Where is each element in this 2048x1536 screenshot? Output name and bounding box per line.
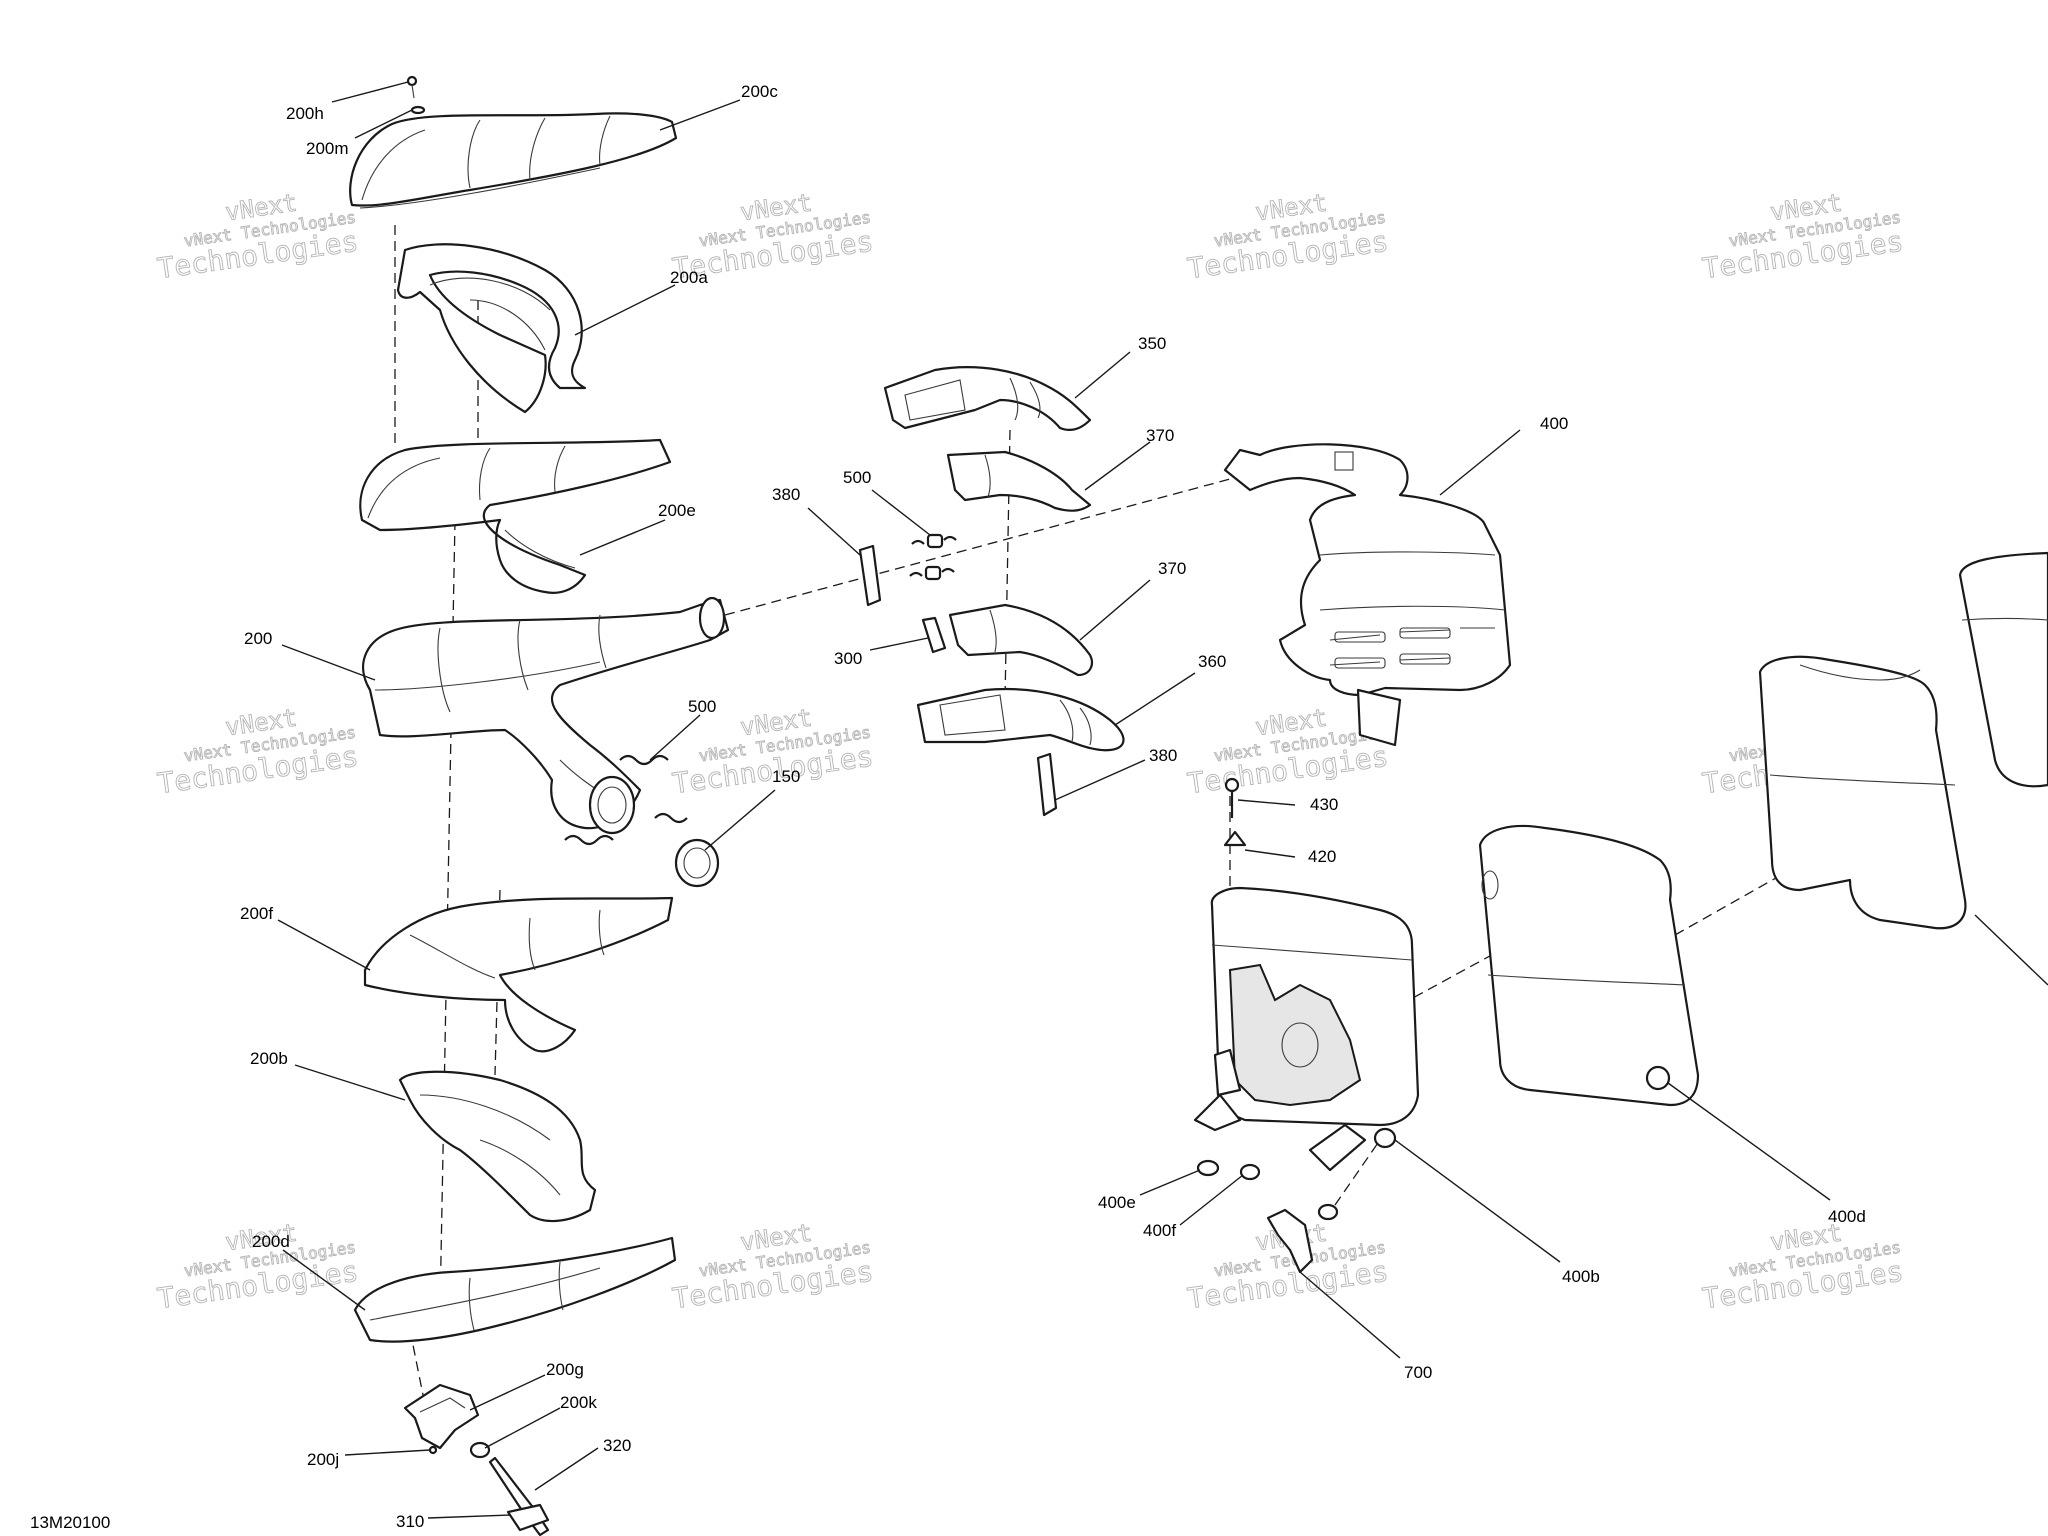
part-300-gasket (921, 616, 947, 654)
part-350-heat-sleeve (883, 366, 1092, 431)
part-400b-muffler-shell (1193, 886, 1420, 1172)
part-370-sleeve-upper (946, 450, 1092, 512)
callout-labels: 200h 200m 200c 200a 200e 200 500 150 200… (240, 82, 1866, 1531)
part-200f-lower-shield (363, 896, 674, 1053)
callout-370-upper: 370 (1146, 426, 1174, 445)
part-380-clamp-upper (858, 544, 882, 607)
callout-400e: 400e (1098, 1193, 1136, 1212)
part-700-sensor (1266, 1208, 1314, 1274)
watermarks: vNext vNext Technologies Technologies vN… (155, 188, 1906, 1316)
part-200h-screw (406, 75, 418, 99)
callout-200f: 200f (240, 904, 273, 923)
callout-200c: 200c (741, 82, 778, 101)
part-310-clip (506, 1503, 550, 1532)
callout-500-middle: 500 (843, 468, 871, 487)
part-500-springs-left (564, 754, 688, 846)
part-200d-bottom-shell (353, 1236, 677, 1343)
callout-700: 700 (1404, 1363, 1432, 1382)
callout-380-upper: 380 (772, 485, 800, 504)
callout-380-lower: 380 (1149, 746, 1177, 765)
part-200j-rivet (428, 1445, 438, 1455)
part-400-muffler (1223, 443, 1512, 747)
part-outer-cover-far-right (1758, 551, 2048, 930)
figure-code: 13M20100 (30, 1513, 110, 1532)
callout-400f: 400f (1143, 1221, 1176, 1240)
part-200m-washer (410, 105, 426, 115)
part-500-springs-middle (909, 533, 957, 581)
callout-310: 310 (396, 1512, 424, 1531)
part-370-sleeve-lower (948, 603, 1094, 677)
callout-500-left: 500 (688, 697, 716, 716)
part-200b-lower-inner-shield (398, 1070, 597, 1223)
callout-350: 350 (1138, 334, 1166, 353)
callout-150: 150 (772, 767, 800, 786)
part-200a-inner-shield (396, 243, 587, 414)
callout-200h: 200h (286, 104, 324, 123)
callout-200m: 200m (306, 139, 349, 158)
part-200-tuned-pipe (362, 596, 730, 835)
part-200g-bracket (403, 1383, 480, 1450)
callout-400d: 400d (1828, 1207, 1866, 1226)
part-360-coupler (916, 687, 1125, 752)
callout-420: 420 (1308, 847, 1336, 866)
part-400d-outer-cover (1478, 824, 1700, 1107)
callout-430: 430 (1310, 795, 1338, 814)
callout-400b: 400b (1562, 1267, 1600, 1286)
part-150-gasket (674, 838, 720, 888)
part-420-grommet (1223, 830, 1247, 847)
callout-200d: 200d (252, 1232, 290, 1251)
leader-lines (277, 81, 2048, 1519)
callout-200e: 200e (658, 501, 696, 520)
part-380-clamp-lower (1036, 752, 1058, 817)
callout-370-lower: 370 (1158, 559, 1186, 578)
callout-200b: 200b (250, 1049, 288, 1068)
callout-200: 200 (244, 629, 272, 648)
part-430-bolt (1224, 777, 1240, 818)
callout-360: 360 (1198, 652, 1226, 671)
callout-200j: 200j (307, 1450, 339, 1469)
callout-200a: 200a (670, 268, 708, 287)
callout-200k: 200k (560, 1393, 597, 1412)
callout-320: 320 (603, 1436, 631, 1455)
callout-200g: 200g (546, 1360, 584, 1379)
callout-300: 300 (834, 649, 862, 668)
part-200k-grommet (469, 1441, 491, 1459)
callout-400: 400 (1540, 414, 1568, 433)
part-400e-grommet (1196, 1159, 1220, 1177)
part-200c-upper-heat-shield (349, 112, 678, 209)
part-400f-grommet (1239, 1163, 1339, 1221)
part-200e-heat-shield (359, 438, 672, 594)
